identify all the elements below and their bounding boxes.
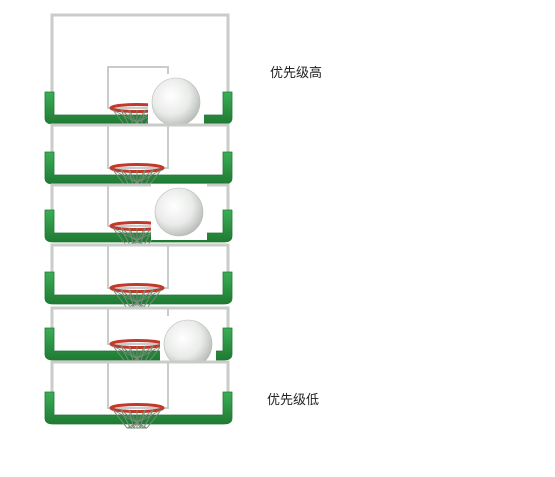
hoop-1 — [45, 15, 232, 130]
snowball — [155, 188, 203, 236]
hoop-2 — [45, 125, 232, 188]
priority-low-label: 优先级低 — [267, 389, 319, 408]
hoop-3 — [45, 184, 232, 246]
backboard — [52, 362, 228, 418]
priority-high-label: 优先级高 — [270, 62, 322, 81]
hoop-6 — [45, 362, 232, 428]
snowball — [152, 78, 200, 126]
hoop-4 — [45, 245, 232, 308]
